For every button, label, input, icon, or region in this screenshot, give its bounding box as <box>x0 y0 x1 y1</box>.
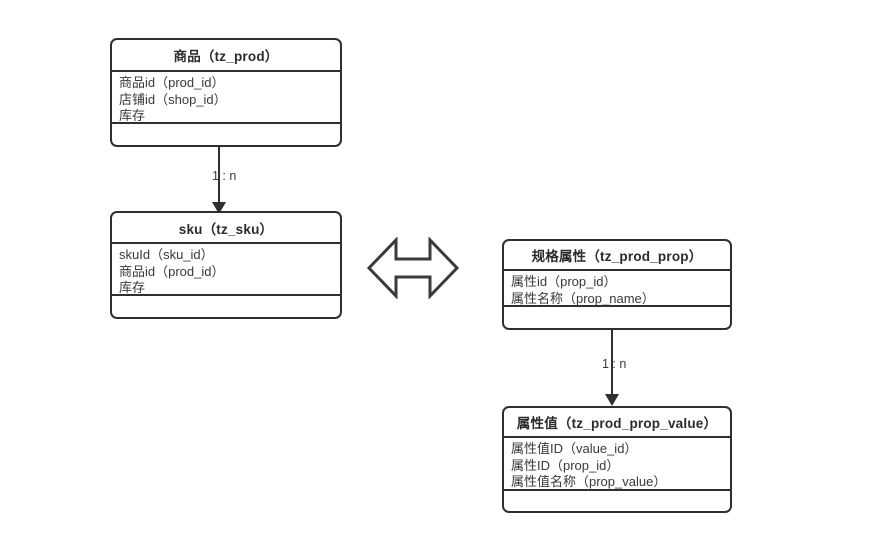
entity-attributes: 属性值ID（value_id） 属性ID（prop_id） 属性值名称（prop… <box>504 438 730 491</box>
entity-footer <box>504 491 730 511</box>
entity-title: 商品（tz_prod） <box>112 40 340 72</box>
attribute-row: 属性id（prop_id） <box>511 274 617 289</box>
entity-title: 属性值（tz_prod_prop_value） <box>504 408 730 438</box>
entity-footer <box>504 307 730 328</box>
entity-title: 规格属性（tz_prod_prop） <box>504 241 730 271</box>
attribute-row: 商品id（prod_id） <box>119 75 225 90</box>
double-headed-arrow-icon <box>366 236 460 300</box>
attribute-row: 店铺id（shop_id） <box>119 91 227 107</box>
attribute-row: 属性值ID（value_id） <box>511 441 638 456</box>
connector-line <box>218 147 220 203</box>
attribute-row: 属性值名称（prop_value） <box>511 474 667 489</box>
entity-tz-prod-prop[interactable]: 规格属性（tz_prod_prop） 属性id（prop_id） 属性名称（pr… <box>502 239 732 330</box>
entity-attributes: skuId（sku_id） 商品id（prod_id） 库存 <box>112 244 340 296</box>
connector-arrowhead-icon <box>605 394 619 406</box>
entity-attributes: 商品id（prod_id） 店铺id（shop_id） 库存 <box>112 72 340 124</box>
entity-footer <box>112 296 340 317</box>
entity-tz-prod[interactable]: 商品（tz_prod） 商品id（prod_id） 店铺id（shop_id） … <box>110 38 342 147</box>
entity-tz-sku[interactable]: sku（tz_sku） skuId（sku_id） 商品id（prod_id） … <box>110 211 342 319</box>
attribute-row: 属性名称（prop_name） <box>511 290 655 306</box>
attribute-row: 属性ID（prop_id） <box>511 457 620 473</box>
entity-tz-prod-prop-value[interactable]: 属性值（tz_prod_prop_value） 属性值ID（value_id） … <box>502 406 732 513</box>
attribute-row: 库存 <box>119 108 146 123</box>
connector-line <box>611 330 613 395</box>
attribute-row: skuId（sku_id） <box>119 247 214 262</box>
connector-label: 1 : n <box>212 169 237 183</box>
entity-attributes: 属性id（prop_id） 属性名称（prop_name） <box>504 271 730 307</box>
connector-prop-to-prop-value: 1 : n <box>602 330 671 408</box>
entity-footer <box>112 124 340 145</box>
connector-label: 1 : n <box>602 357 627 371</box>
attribute-row: 库存 <box>119 280 146 295</box>
entity-title: sku（tz_sku） <box>112 213 340 244</box>
connector-prod-to-sku: 1 : n <box>212 147 278 214</box>
attribute-row: 商品id（prod_id） <box>119 263 225 279</box>
